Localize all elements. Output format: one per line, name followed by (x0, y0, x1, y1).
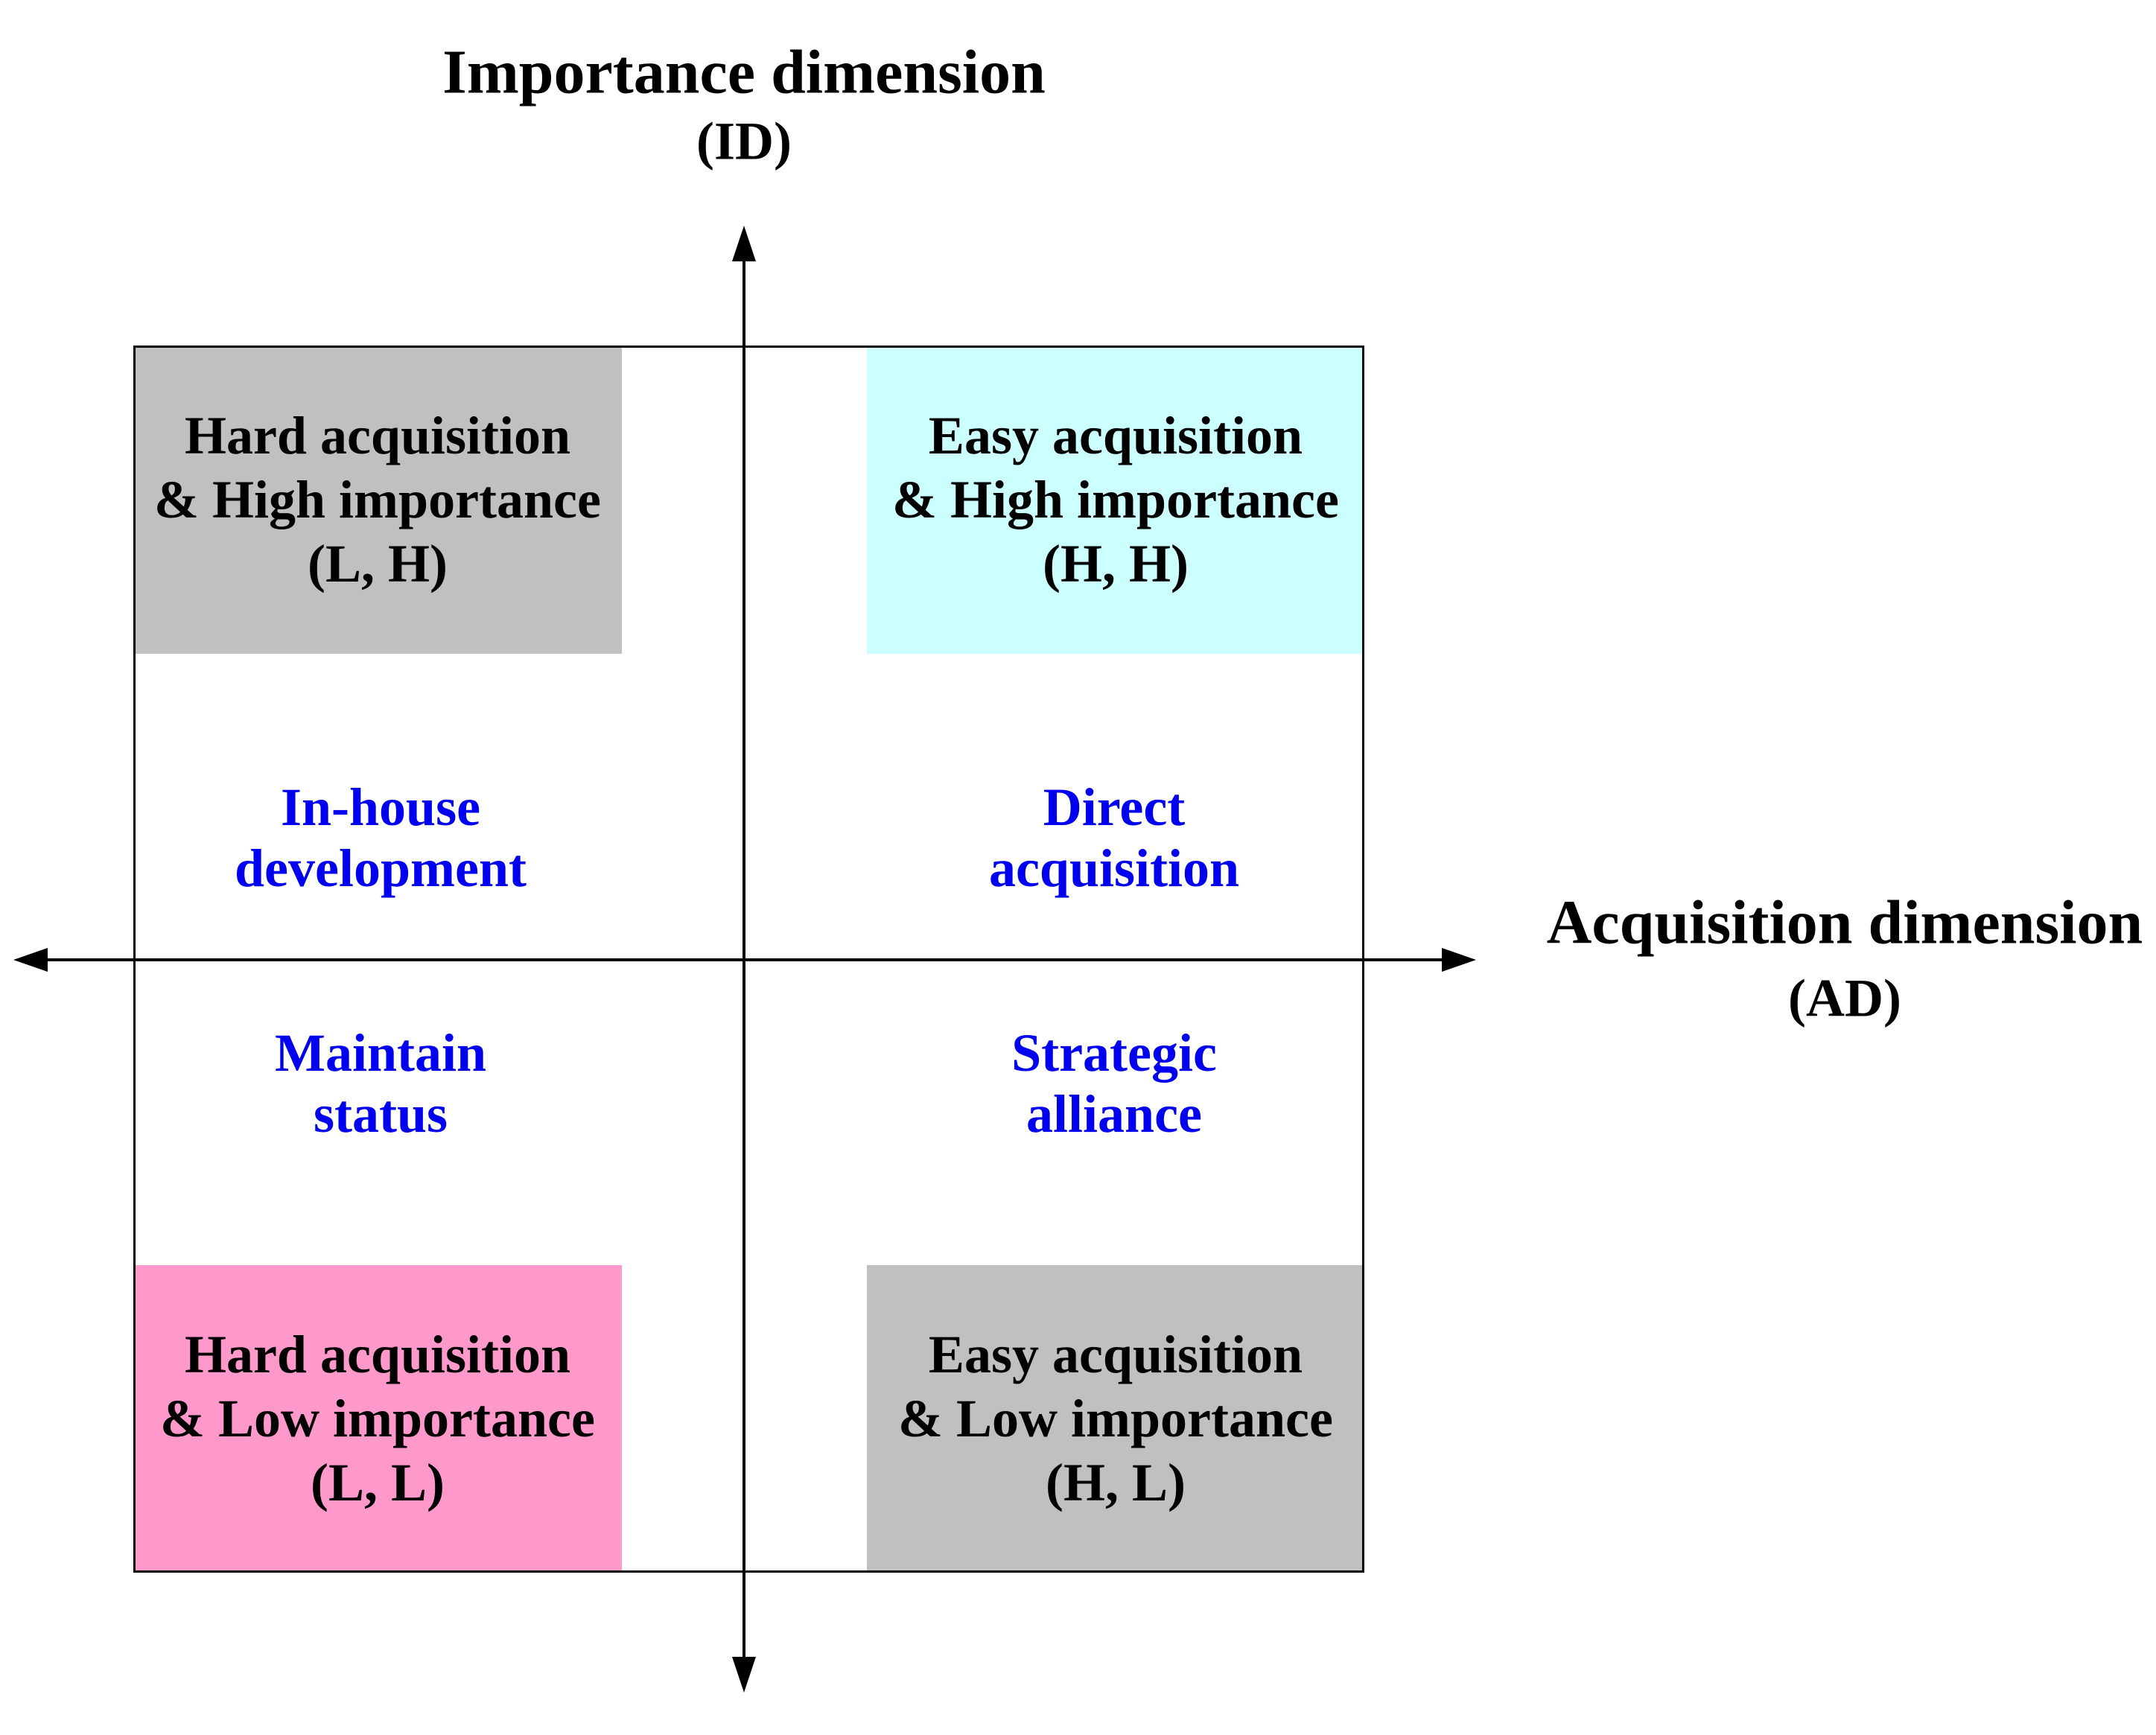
box-line: & High importance (892, 470, 1339, 529)
horizontal-axis-line (30, 958, 1461, 961)
quadrant-box-easy-high: Easy acquisition & High importance (H, H… (867, 346, 1364, 654)
box-line: Easy acquisition (928, 1325, 1303, 1384)
quadrant-box-hard-low: Hard acquisition & Low importance (L, L) (133, 1265, 622, 1572)
box-code: (H, H) (1043, 534, 1189, 593)
strategy-label-in-house-development: In-house development (235, 777, 527, 899)
box-code: (L, H) (308, 534, 448, 593)
strategy-line: Maintain (274, 1023, 487, 1083)
quadrant-box-hard-high: Hard acquisition & High importance (L, H… (133, 346, 622, 654)
strategy-line: status (313, 1084, 448, 1144)
strategy-line: development (235, 838, 527, 898)
strategy-line: Direct (1043, 777, 1186, 837)
strategy-label-strategic-alliance: Strategic alliance (1011, 1022, 1217, 1145)
box-line: Hard acquisition (184, 1325, 571, 1384)
strategy-line: alliance (1026, 1084, 1202, 1144)
strategy-line: In-house (280, 777, 481, 837)
quadrant-box-easy-low: Easy acquisition & Low importance (H, L) (867, 1265, 1364, 1572)
horizontal-axis-title: Acquisition dimension (1546, 888, 2143, 958)
box-line: & Low importance (898, 1389, 1333, 1448)
arrow-left-icon (13, 948, 48, 972)
box-line: & High importance (154, 470, 601, 529)
horizontal-axis-abbreviation: (AD) (1788, 968, 1901, 1028)
vertical-axis-title: Importance dimension (442, 37, 1046, 107)
box-code: (L, L) (311, 1453, 445, 1512)
arrow-down-icon (732, 1657, 756, 1693)
box-line: Hard acquisition (184, 406, 571, 465)
box-line: Easy acquisition (928, 406, 1303, 465)
box-line: & Low importance (160, 1389, 595, 1448)
box-code: (H, L) (1046, 1453, 1186, 1512)
strategy-line: acquisition (988, 838, 1240, 898)
strategy-line: Strategic (1011, 1023, 1217, 1083)
strategy-label-maintain-status: Maintain status (275, 1022, 486, 1145)
strategy-label-direct-acquisition: Direct acquisition (989, 777, 1239, 899)
arrow-right-icon (1442, 948, 1476, 972)
arrow-up-icon (732, 226, 756, 261)
vertical-axis-abbreviation: (ID) (696, 111, 792, 171)
